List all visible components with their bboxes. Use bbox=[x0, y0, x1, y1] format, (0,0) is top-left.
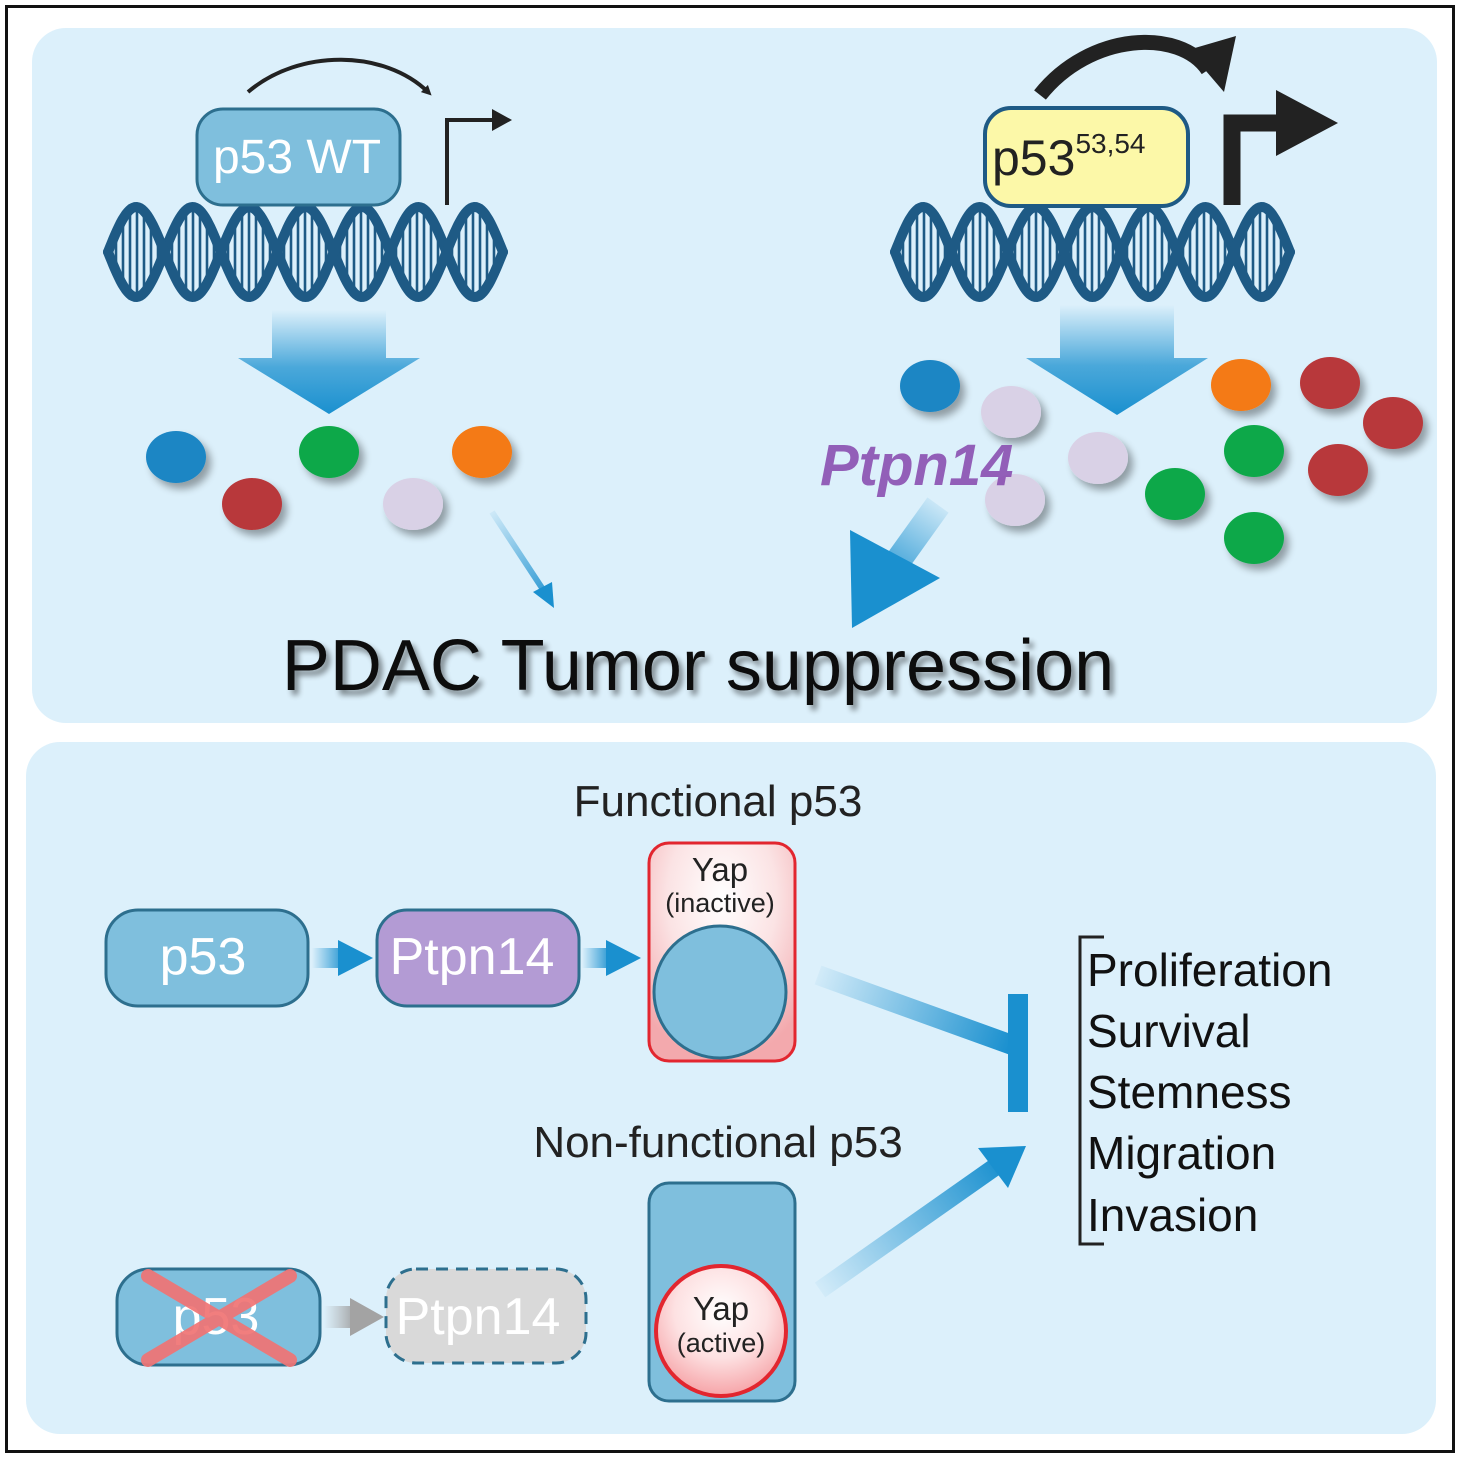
blocked-arrow-icon bbox=[324, 1298, 384, 1336]
dna-helix-icon bbox=[103, 201, 508, 303]
outcomes-bracket bbox=[1078, 935, 1104, 1246]
yap-active-state: (active) bbox=[677, 1328, 766, 1358]
activation-arrow-icon bbox=[312, 940, 373, 976]
protein-dot bbox=[1211, 359, 1271, 411]
outcome-item: Stemness bbox=[1087, 1066, 1292, 1118]
curved-arrow-icon bbox=[246, 57, 432, 96]
yap-inactive-state: (inactive) bbox=[665, 888, 775, 918]
protein-dot bbox=[985, 474, 1045, 526]
protein-dot bbox=[981, 386, 1041, 438]
dna-strand bbox=[103, 201, 508, 303]
protein-dot bbox=[222, 478, 282, 530]
transcription-start-arrow-icon bbox=[1223, 90, 1338, 205]
bottom-panel bbox=[26, 742, 1436, 1434]
p53-box-label: p53 bbox=[160, 928, 247, 986]
ptpn14-inactive-box bbox=[384, 1267, 588, 1365]
p53-wt-box bbox=[195, 107, 402, 207]
activation-arrow-icon bbox=[582, 940, 641, 976]
protein-dot bbox=[1308, 444, 1368, 496]
ptpn14-gene-label: Ptpn14 bbox=[820, 433, 1013, 498]
yap-inactive-nucleus bbox=[652, 924, 788, 1060]
ptpn14-inactive-label: Ptpn14 bbox=[396, 1288, 561, 1346]
protein-dot bbox=[1145, 468, 1205, 520]
inhibition-bar-icon bbox=[814, 965, 1028, 1112]
outcome-label: PDAC Tumor suppression bbox=[282, 626, 1114, 706]
down-arrow-icon bbox=[238, 310, 420, 414]
outcome-item: Survival bbox=[1087, 1005, 1251, 1057]
activation-arrow-icon bbox=[814, 1146, 1026, 1298]
protein-dot bbox=[1363, 397, 1423, 449]
down-arrow-icon bbox=[1026, 305, 1208, 415]
nonfunctional-p53-title: Non-functional p53 bbox=[533, 1118, 902, 1167]
curved-arrow-icon bbox=[1034, 35, 1236, 100]
outcome-item: Migration bbox=[1087, 1127, 1276, 1179]
protein-dot bbox=[1300, 357, 1360, 409]
dna-strand bbox=[103, 201, 508, 303]
ptpn14-box bbox=[375, 908, 581, 1008]
p53-mutant-box bbox=[983, 106, 1190, 208]
outcome-item: Proliferation bbox=[1087, 944, 1332, 996]
diagonal-arrow-icon bbox=[489, 510, 554, 608]
protein-dot bbox=[452, 426, 512, 478]
outcome-item: Invasion bbox=[1087, 1189, 1258, 1241]
protein-dot bbox=[900, 360, 960, 412]
ptpn14-box-label: Ptpn14 bbox=[390, 928, 555, 986]
p53-wt-label: p53 WT bbox=[213, 131, 381, 184]
protein-dots-left bbox=[146, 426, 512, 530]
outcomes-list: Proliferation Survival Stemness Migratio… bbox=[1087, 944, 1332, 1241]
transcription-start-arrow-icon bbox=[445, 109, 512, 205]
protein-dot bbox=[383, 478, 443, 530]
yap-inactive-name: Yap bbox=[692, 851, 748, 888]
p53-mutant-label: p53 bbox=[992, 130, 1075, 186]
cross-out-icon bbox=[141, 1269, 297, 1367]
protein-dot bbox=[299, 426, 359, 478]
yap-active-name: Yap bbox=[693, 1290, 749, 1327]
protein-dot bbox=[146, 431, 206, 483]
protein-dots-right bbox=[900, 357, 1423, 564]
yap-active-nucleus bbox=[654, 1264, 788, 1398]
p53-box bbox=[104, 908, 310, 1008]
protein-dot bbox=[1224, 512, 1284, 564]
protein-dot bbox=[1224, 425, 1284, 477]
functional-p53-title: Functional p53 bbox=[574, 777, 863, 826]
dna-strand bbox=[890, 201, 1295, 303]
protein-dot bbox=[1068, 432, 1128, 484]
diagonal-arrow-icon bbox=[850, 497, 949, 628]
p53-mutant-superscript: 53,54 bbox=[1075, 128, 1145, 159]
svg-text:p5353,54: p5353,54 bbox=[992, 128, 1146, 186]
